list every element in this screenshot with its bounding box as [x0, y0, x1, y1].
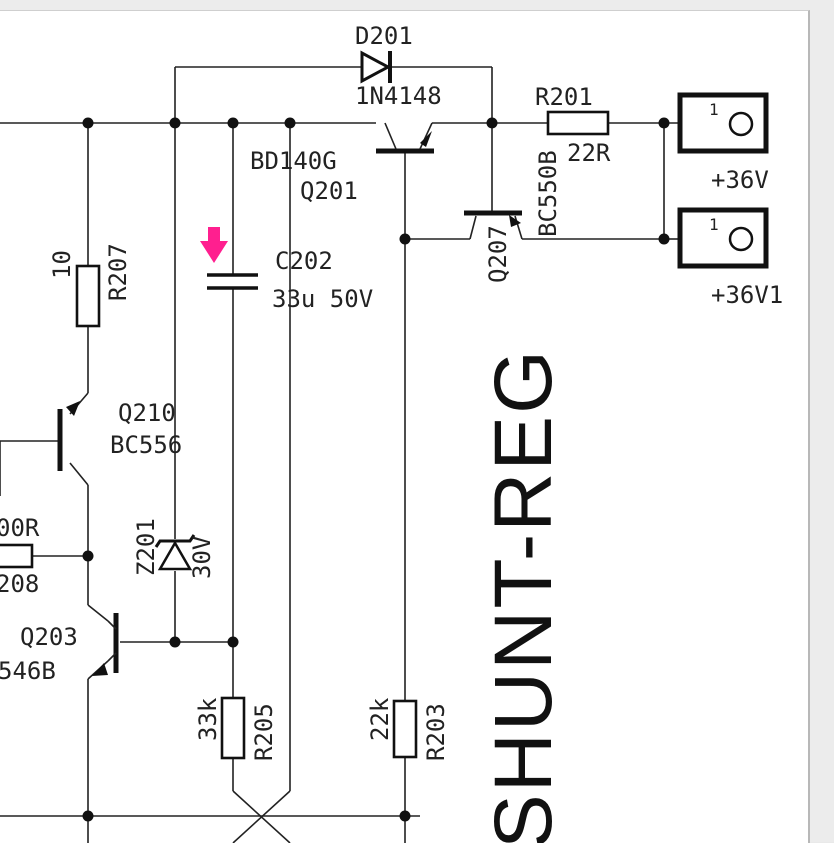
transistor-q201[interactable]: BD140G Q201	[250, 122, 434, 205]
r205-ref: R205	[250, 703, 278, 761]
connector-36v-pin: 1	[709, 100, 719, 119]
r205-value: 33k	[194, 697, 222, 741]
diode-d201[interactable]: D201 1N4148	[355, 22, 442, 110]
d201-ref: D201	[355, 22, 413, 50]
transistor-q203[interactable]: Q203 546B	[0, 613, 119, 685]
q207-value: BC550B	[534, 150, 562, 237]
q201-value: BD140G	[250, 147, 337, 175]
schematic-canvas: D201 1N4148 BD140G Q201 R201 22R Q207 BC…	[0, 22, 783, 843]
connector-36v-label: +36V	[711, 166, 769, 194]
q203-value: 546B	[0, 657, 56, 685]
r208-ref: 208	[0, 570, 39, 598]
r201-value: 22R	[567, 139, 611, 167]
q201-ref: Q201	[300, 177, 358, 205]
c202-value: 33u 50V	[272, 285, 373, 313]
q210-value: BC556	[110, 431, 182, 459]
connector-36v1-label: +36V1	[711, 281, 783, 309]
schematic-sheet[interactable]: D201 1N4148 BD140G Q201 R201 22R Q207 BC…	[0, 10, 810, 843]
resistor-r208[interactable]: 00R 208	[0, 514, 40, 598]
c202-ref: C202	[275, 247, 333, 275]
resistor-r203[interactable]: 22k R203	[366, 697, 450, 761]
connector-36v1[interactable]: 1 +36V1	[677, 207, 783, 309]
r208-value: 00R	[0, 514, 40, 542]
resistor-r201[interactable]: R201 22R	[535, 83, 611, 167]
zener-z201[interactable]: Z201 30V	[132, 518, 216, 579]
arrow-down-icon	[200, 227, 228, 263]
connector-36v1-pin: 1	[709, 215, 719, 234]
z201-value: 30V	[188, 536, 216, 579]
d201-value: 1N4148	[355, 82, 442, 110]
sheet-title: SHUNT-REG	[478, 348, 569, 843]
q210-ref: Q210	[118, 399, 176, 427]
transistor-q210[interactable]: Q210 BC556	[57, 399, 182, 471]
r203-value: 22k	[366, 697, 394, 741]
capacitor-c202[interactable]: C202 33u 50V	[207, 247, 373, 313]
r201-ref: R201	[535, 83, 593, 111]
r207-value: 10	[48, 250, 76, 279]
junction-dots	[82, 117, 670, 822]
resistor-r207[interactable]: 10 R207	[48, 243, 132, 328]
r203-ref: R203	[422, 703, 450, 761]
q207-ref: Q207	[484, 225, 512, 283]
connector-36v[interactable]: 1 +36V	[677, 92, 769, 194]
resistor-r205[interactable]: 33k R205	[194, 696, 278, 761]
z201-ref: Z201	[132, 518, 160, 576]
q203-ref: Q203	[20, 623, 78, 651]
r207-ref: R207	[104, 243, 132, 301]
transistor-q207[interactable]: Q207 BC550B	[464, 150, 562, 283]
